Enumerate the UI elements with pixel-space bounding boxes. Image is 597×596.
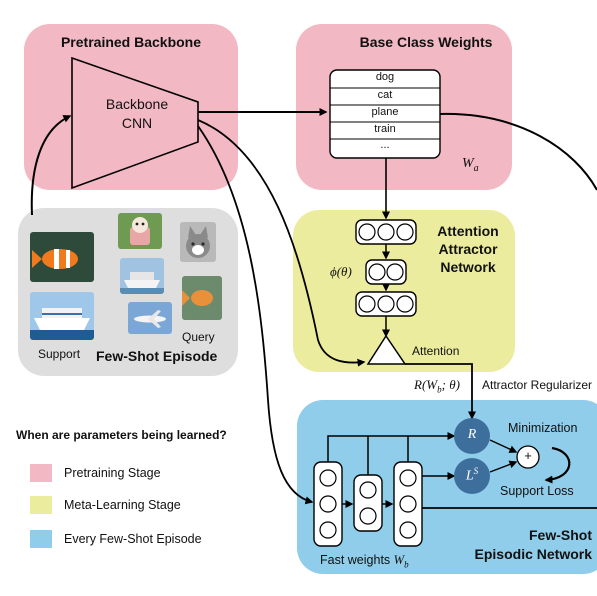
r-node [454, 418, 490, 454]
pretrained-backbone-title: Pretrained Backbone [60, 34, 202, 50]
regularizer-expression: R(Wb; θ) [414, 377, 460, 395]
support-label: Support [38, 347, 81, 361]
r-node-label: R [467, 427, 477, 442]
attractor-top-layer [355, 219, 417, 245]
legend-swatch-meta-learning [30, 496, 52, 514]
few-shot-episode-title: Few-Shot Episode [96, 348, 218, 364]
minimization-loop [544, 446, 571, 484]
arrow-fast-weights-to-r [327, 432, 456, 462]
episodic-network-title: Few-Shot Episodic Network [452, 526, 592, 564]
goldfish-image [182, 276, 222, 320]
base-class-table [329, 69, 441, 159]
attractor-regularizer-label: Attractor Regularizer [482, 378, 593, 392]
legend-label-every-episode: Every Few-Shot Episode [64, 532, 202, 546]
wa-symbol-sub: a [473, 162, 479, 174]
legend-label-pretraining: Pretraining Stage [64, 466, 161, 480]
wa-symbol: Wa [462, 156, 479, 174]
backbone-trapezoid [71, 56, 199, 190]
arrow-backbone-to-attention [197, 119, 366, 367]
backbone-label-line2: CNN [121, 115, 153, 131]
legend-label-meta-learning: Meta-Learning Stage [64, 498, 181, 512]
regularizer-expr-sub: b [437, 384, 442, 395]
attractor-title-line3: Network [440, 259, 496, 275]
attractor-title: Attention Attractor Network [426, 222, 510, 276]
clownfish-image [30, 232, 94, 282]
fast-weights-layer-1 [313, 461, 343, 547]
arrow-weights-out [439, 112, 597, 191]
plus-node-label: + [524, 448, 532, 463]
attractor-title-line2: Attractor [438, 241, 498, 257]
wa-symbol-main: W [462, 156, 474, 171]
episodic-title-line2: Episodic Network [474, 546, 592, 562]
cruise-ship-large-image [30, 292, 94, 340]
backbone-label-line1: Backbone [105, 96, 169, 112]
arrow-backbone-to-fast-weights [197, 125, 314, 505]
arrow-attention-to-r [405, 363, 476, 420]
plus-node [516, 445, 540, 469]
base-class-row: plane [371, 106, 399, 118]
fast-weights-label: Fast weights Wb [320, 553, 409, 570]
phi-label: ϕ(θ) [330, 264, 352, 279]
legend-swatch-pretraining [30, 464, 52, 482]
cruise-ship-small-image [120, 258, 164, 294]
backbone-label: Backbone CNN [92, 95, 182, 133]
support-loss-node [454, 458, 490, 494]
few-shot-episodic-network-panel [297, 400, 597, 574]
base-class-weights-title: Base Class Weights [359, 34, 493, 50]
ls-symbol-sup: S [473, 466, 479, 476]
support-loss-node-label: LS [458, 466, 486, 485]
legend-swatch-every-episode [30, 530, 52, 548]
attention-triangle [366, 334, 407, 365]
regularizer-expr-suffix: ; θ) [441, 377, 460, 392]
fast-weights-layer-2 [353, 474, 383, 532]
legend-question: When are parameters being learned? [16, 428, 227, 442]
support-loss-label: Support Loss [500, 484, 574, 498]
attractor-title-line1: Attention [437, 223, 499, 239]
ls-symbol-main: L [465, 468, 474, 484]
base-class-row: dog [375, 71, 395, 83]
minimization-label: Minimization [508, 421, 578, 435]
arrow-episode-to-backbone [30, 115, 72, 216]
fast-weights-layer-3 [393, 461, 423, 547]
fast-weights-prefix: Fast weights [320, 553, 394, 567]
puppy-cup-image [118, 213, 162, 249]
cat-image [180, 222, 216, 262]
base-class-row: ... [380, 139, 390, 151]
episodic-title-line1: Few-Shot [529, 527, 592, 543]
base-class-row: train [374, 123, 396, 135]
airplane-image [128, 302, 172, 334]
regularizer-expr-prefix: R(W [414, 377, 438, 392]
attractor-middle-layer [365, 259, 407, 285]
query-label: Query [182, 330, 215, 344]
base-class-row: cat [377, 89, 393, 101]
attention-label: Attention [412, 344, 460, 358]
fast-weights-sub: b [404, 559, 409, 570]
attractor-bottom-layer [355, 291, 417, 317]
fast-weights-symbol: W [393, 553, 405, 567]
